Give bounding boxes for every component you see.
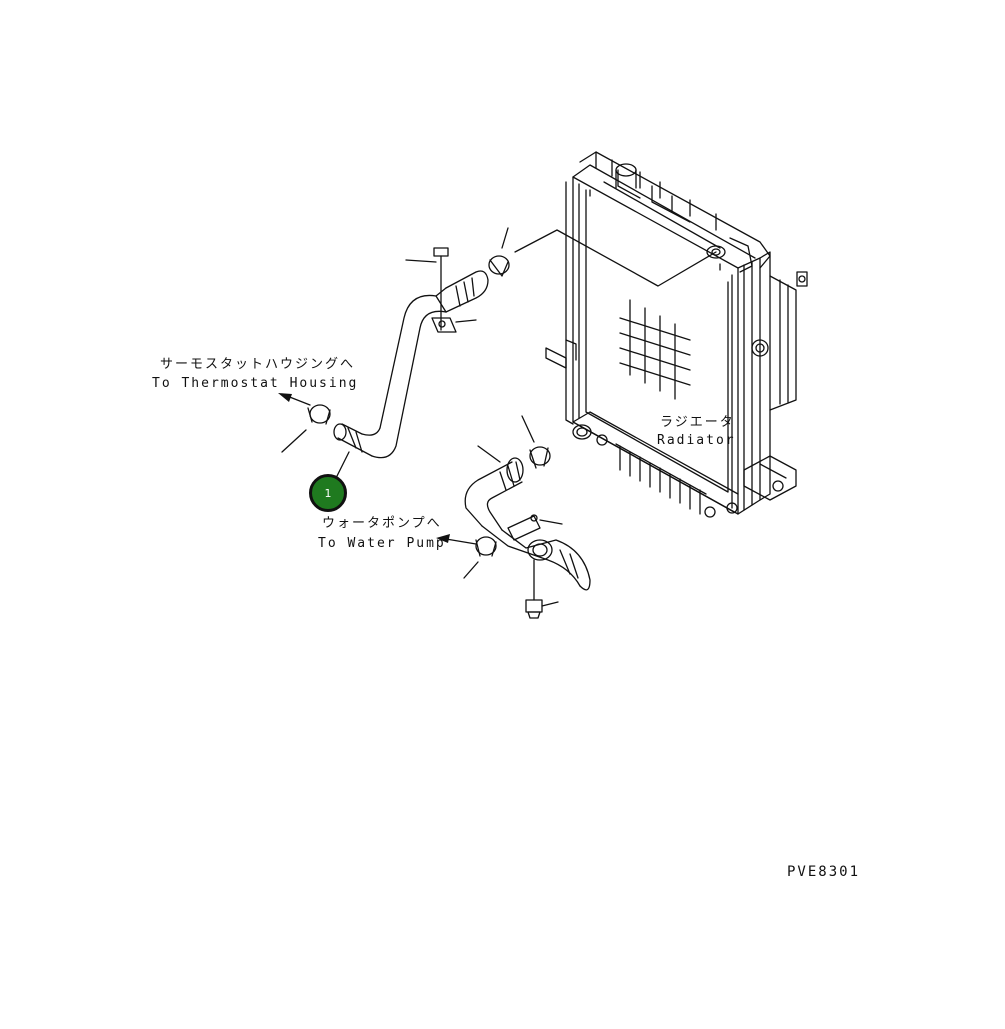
radiator-illustration (514, 151, 808, 518)
waterpump-label-en: To Water Pump (318, 536, 446, 551)
upper-hose-illustration (281, 227, 510, 477)
waterpump-arrowhead (436, 534, 450, 543)
radiator-label-en: Radiator (657, 433, 736, 448)
thermostat-arrowhead (278, 393, 292, 402)
radiator-label-jp: ラジエータ (660, 415, 735, 430)
thermostat-label-jp: サーモスタットハウジングへ (160, 357, 356, 372)
lower-hose-illustration (439, 415, 591, 619)
thermostat-label-en: To Thermostat Housing (152, 376, 359, 391)
drawing-code: PVE8301 (787, 864, 861, 880)
waterpump-label-jp: ウォータポンプへ (322, 516, 442, 531)
part-callout-1[interactable]: 1 (309, 474, 347, 512)
